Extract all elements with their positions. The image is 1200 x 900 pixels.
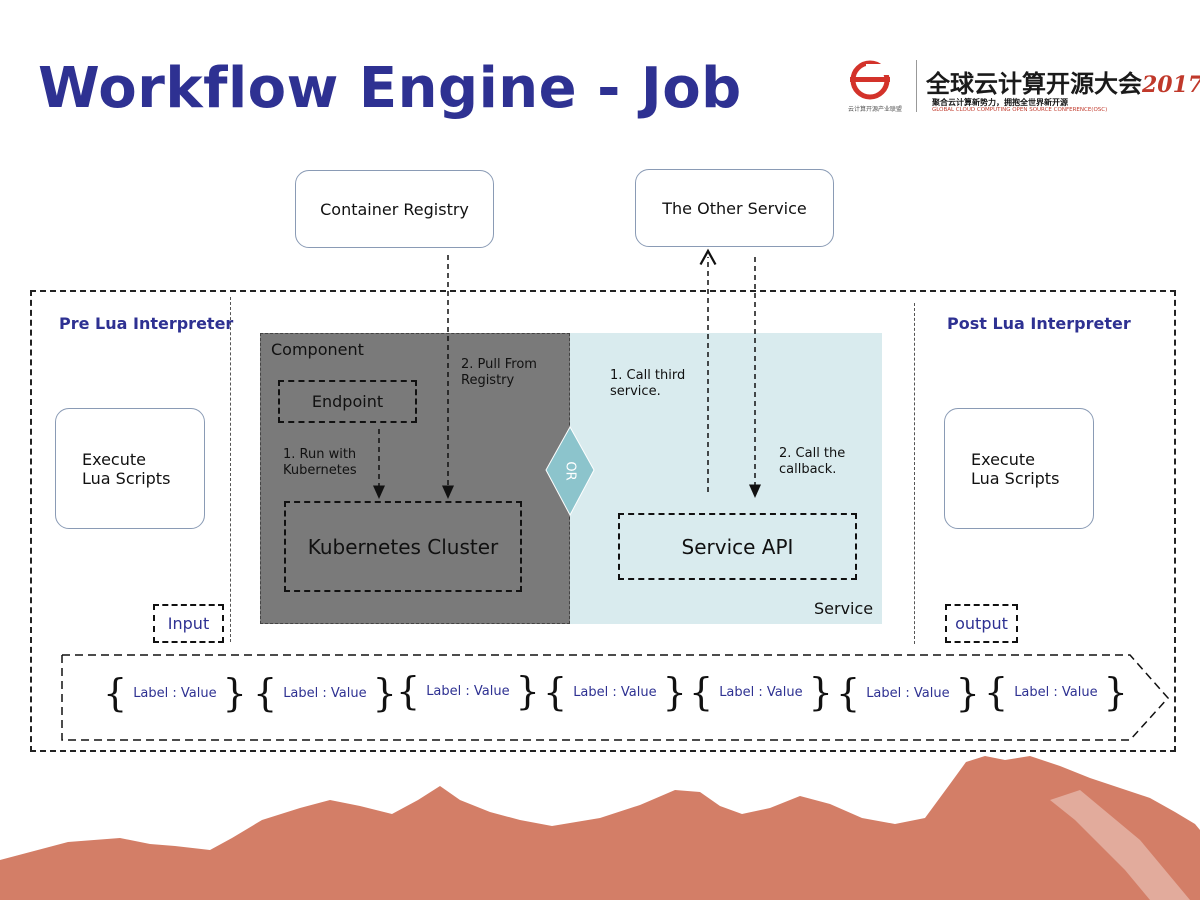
- right-brace-icon: }: [662, 670, 687, 714]
- label-value-item: { Label : Value }: [689, 673, 833, 711]
- conference-slogan: 聚合云计算新势力，拥抱全世界新开源: [932, 98, 1068, 107]
- or-diamond: [545, 425, 595, 517]
- right-brace-icon: }: [222, 671, 247, 715]
- label-value-text: Label : Value: [573, 684, 657, 700]
- other-service-label: The Other Service: [662, 198, 807, 218]
- right-brace-icon: }: [1103, 670, 1128, 714]
- left-brace-icon: {: [836, 671, 861, 715]
- component-label: Component: [271, 340, 364, 359]
- run-with-kubernetes-line2: Kubernetes: [283, 463, 357, 478]
- pull-registry-line1: 2. Pull From: [461, 357, 537, 372]
- conference-name: 全球云计算开源大会: [926, 69, 1142, 98]
- left-brace-icon: {: [689, 670, 714, 714]
- label-value-text: Label : Value: [866, 685, 950, 701]
- call-third-service-note: 1. Call third service.: [610, 368, 685, 400]
- label-value-text: Label : Value: [133, 685, 217, 701]
- label-value-item: { Label : Value }: [836, 674, 980, 712]
- alliance-logo-icon: [850, 60, 892, 100]
- label-value-text: Label : Value: [426, 683, 510, 699]
- mountain-silhouette: [0, 756, 1200, 900]
- output-box: output: [945, 604, 1018, 643]
- container-registry-label: Container Registry: [320, 199, 469, 219]
- execute-lua-right-label: Execute Lua Scripts: [971, 449, 1060, 488]
- run-with-kubernetes-note: 1. Run with Kubernetes: [283, 447, 357, 479]
- input-box: Input: [153, 604, 224, 643]
- post-lua-divider: [914, 303, 915, 644]
- right-brace-icon: }: [515, 669, 540, 713]
- call-callback-line1: 2. Call the: [779, 446, 846, 461]
- service-region: [570, 333, 882, 624]
- endpoint-box: Endpoint: [278, 380, 417, 423]
- left-brace-icon: {: [253, 671, 278, 715]
- label-value-text: Label : Value: [283, 685, 367, 701]
- label-value-text: Label : Value: [1014, 684, 1098, 700]
- right-brace-icon: }: [372, 671, 397, 715]
- pre-lua-title: Pre Lua Interpreter: [59, 314, 234, 333]
- left-brace-icon: {: [543, 670, 568, 714]
- label-value-text: Label : Value: [719, 684, 803, 700]
- call-third-line2: service.: [610, 384, 661, 399]
- logo-divider: [916, 60, 917, 112]
- left-brace-icon: {: [103, 671, 128, 715]
- page-title: Workflow Engine - Job: [38, 56, 742, 121]
- left-brace-icon: {: [984, 670, 1009, 714]
- run-with-kubernetes-line1: 1. Run with: [283, 447, 357, 462]
- pull-registry-line2: Registry: [461, 373, 515, 388]
- other-service-box: The Other Service: [635, 169, 834, 247]
- service-api-label: Service API: [681, 534, 794, 559]
- label-value-item: { Label : Value }: [103, 674, 247, 712]
- conference-english-name: GLOBAL CLOUD COMPUTING OPEN SOURCE CONFE…: [932, 107, 1108, 113]
- job-container: [30, 290, 1176, 752]
- execute-lua-left-box: Execute Lua Scripts: [55, 408, 205, 529]
- pre-lua-divider: [230, 297, 231, 642]
- label-value-item: { Label : Value }: [984, 673, 1128, 711]
- service-api-box: Service API: [618, 513, 857, 580]
- kubernetes-cluster-box: Kubernetes Cluster: [284, 501, 522, 592]
- output-label: output: [955, 614, 1008, 633]
- call-callback-line2: callback.: [779, 462, 837, 477]
- execute-lua-right-box: Execute Lua Scripts: [944, 408, 1094, 529]
- conference-title: 全球云计算开源大会2017: [926, 64, 1200, 99]
- post-lua-title: Post Lua Interpreter: [947, 314, 1131, 333]
- container-registry-box: Container Registry: [295, 170, 494, 248]
- label-value-item: { Label : Value }: [543, 673, 687, 711]
- label-value-item: { Label : Value }: [396, 672, 540, 710]
- input-label: Input: [167, 614, 210, 633]
- right-brace-icon: }: [808, 670, 833, 714]
- label-pipeline-arrow: [61, 654, 1170, 741]
- left-brace-icon: {: [396, 669, 421, 713]
- service-label: Service: [814, 599, 874, 618]
- pull-registry-note: 2. Pull From Registry: [461, 357, 537, 389]
- kubernetes-cluster-label: Kubernetes Cluster: [307, 534, 499, 559]
- or-label: OR: [563, 461, 578, 480]
- label-value-item: { Label : Value }: [253, 674, 397, 712]
- alliance-name: 云计算开源产业联盟: [848, 106, 903, 113]
- call-third-line1: 1. Call third: [610, 368, 686, 383]
- endpoint-label: Endpoint: [311, 392, 384, 411]
- execute-lua-left-label: Execute Lua Scripts: [82, 449, 171, 488]
- right-brace-icon: }: [955, 671, 980, 715]
- conference-year: 2017: [1142, 72, 1200, 98]
- wall-highlight: [1050, 790, 1190, 900]
- call-callback-note: 2. Call the callback.: [779, 446, 845, 478]
